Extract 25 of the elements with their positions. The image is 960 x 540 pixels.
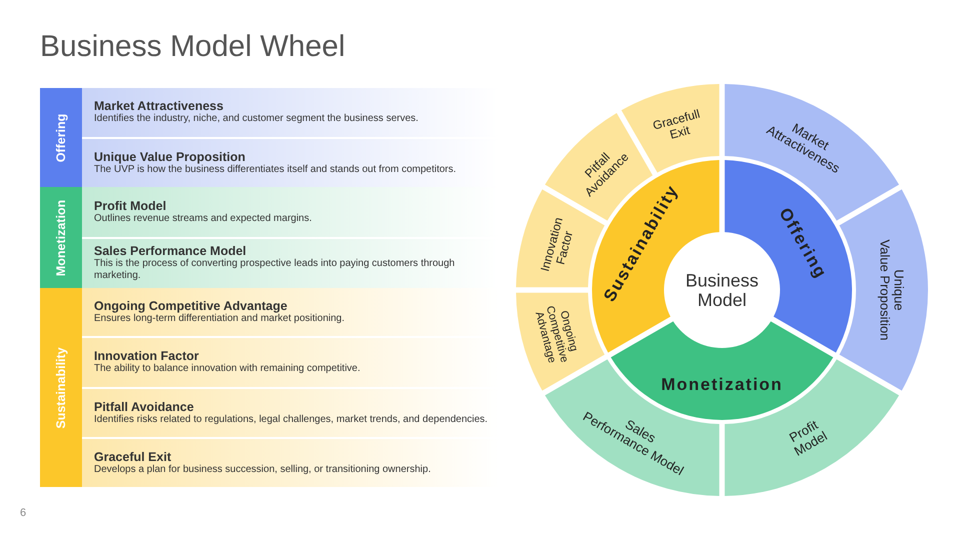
segment-label: Unique Value Proposition [877, 240, 907, 340]
row-heading: Ongoing Competitive Advantage [94, 299, 288, 314]
category-label: Sustainability [54, 346, 68, 428]
row-description: The UVP is how the business differentiates itself and stands out from competitors. [94, 164, 458, 176]
row-description: Outlines revenue streams and expected margins. [94, 212, 313, 225]
category-label: Monetization [54, 199, 68, 276]
row-heading: Market Attractiveness [94, 99, 224, 114]
center-label: Business Model [685, 270, 759, 310]
segment-label: Monetization [661, 374, 783, 394]
row-description: Ensures long-term differentiation and market positioning. [94, 313, 346, 326]
segment-label: Gracefull Exit [651, 106, 702, 142]
row-description: This is the process of converting prospective leads into paying customers through marketing. [94, 258, 456, 282]
slide-title: Business Model Wheel [40, 30, 346, 64]
row-description: The ability to balance innovation with remaining competitive. [94, 363, 362, 376]
row-description: Identifies the industry, niche, and customer segment the business serves. [94, 113, 420, 126]
row-description: Identifies risks related to regulations, legal challenges, market trends, and dependencies. [94, 414, 489, 426]
row-heading: Sales Performance Model [94, 244, 248, 258]
row-heading: Innovation Factor [94, 349, 200, 364]
row-heading: Profit Model [94, 198, 168, 213]
page-number: 6 [20, 507, 26, 519]
row-description: Develops a plan for business succession, selling, or transitioning ownership. [94, 464, 432, 476]
row-heading: Unique Value Proposition [94, 150, 246, 164]
category-label: Offering [54, 113, 68, 162]
row-heading: Pitfall Avoidance [94, 400, 195, 414]
row-heading: Graceful Exit [94, 450, 172, 464]
